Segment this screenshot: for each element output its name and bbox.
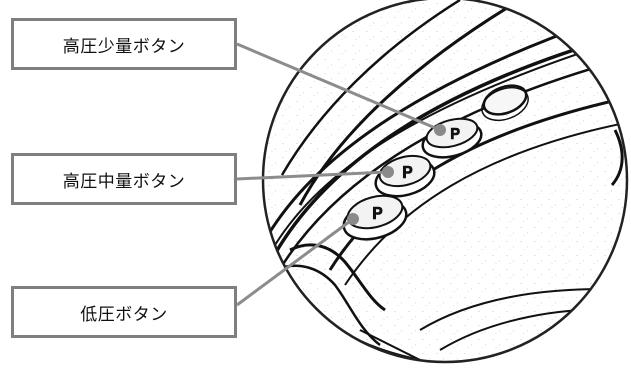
leader-dot-3 <box>347 213 359 225</box>
callout-label: 高圧中量ボタン <box>62 171 186 192</box>
leader-lines <box>236 42 446 307</box>
leader-line-2 <box>236 170 389 181</box>
callout-high-pressure-medium-volume: 高圧中量ボタン <box>11 153 237 205</box>
spray-nozzle-icon: 𝐏 <box>450 125 460 143</box>
callout-low-pressure: 低圧ボタン <box>11 286 237 338</box>
magnifier-background <box>263 0 627 362</box>
spray-nozzle-icon: 𝐏 <box>372 204 383 223</box>
callout-high-pressure-low-volume: 高圧少量ボタン <box>11 18 237 70</box>
leader-line-1 <box>236 42 441 132</box>
leader-dot-2 <box>382 166 394 178</box>
leader-line-3 <box>236 217 354 307</box>
callout-label: 低圧ボタン <box>80 304 168 325</box>
low-pressure-button: 𝐏 <box>342 194 408 241</box>
callout-label: 高圧少量ボタン <box>62 36 186 57</box>
leader-dot-1 <box>434 124 446 136</box>
spray-nozzle-icon: 𝐏 <box>402 163 413 182</box>
magnifier-rim <box>261 0 629 364</box>
